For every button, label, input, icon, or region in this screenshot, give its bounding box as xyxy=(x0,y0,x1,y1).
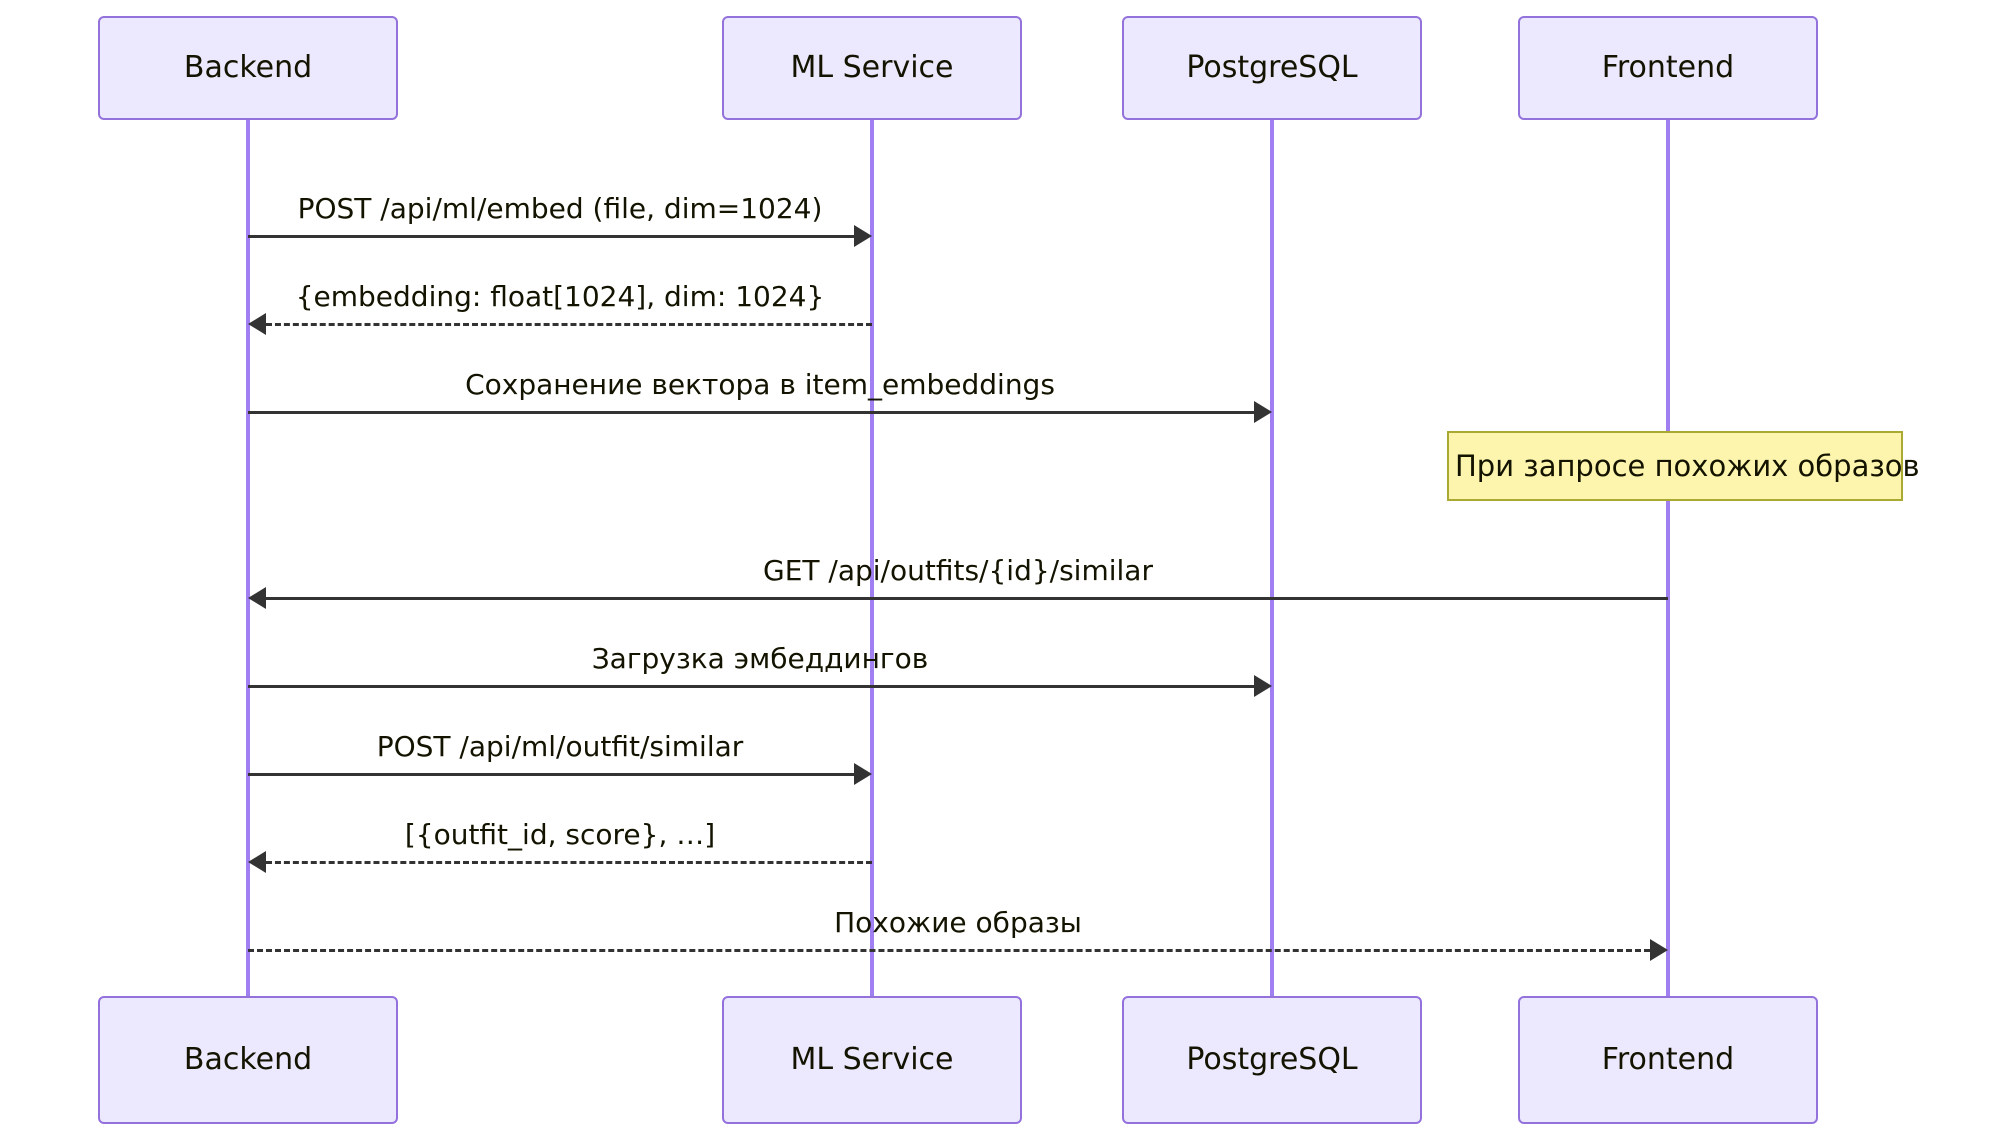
message-line-m4 xyxy=(266,597,1668,600)
participant-label-bottom-frontend: Frontend xyxy=(1601,1042,1735,1077)
message-label-m7: [{outfit_id, score}, …] xyxy=(404,818,716,851)
message-line-m3 xyxy=(248,411,1254,414)
participant-label-backend: Backend xyxy=(183,50,313,85)
message-label-m1: POST /api/ml/embed (file, dim=1024) xyxy=(297,192,823,225)
participant-label-bottom-ml_service: ML Service xyxy=(790,1042,954,1077)
message-label-m6: POST /api/ml/outfit/similar xyxy=(376,730,744,763)
message-arrowhead-m8 xyxy=(1650,939,1668,961)
lifeline-ml_service xyxy=(870,120,874,996)
participant-box-top-postgresql[interactable]: PostgreSQL xyxy=(1122,16,1422,120)
lifeline-backend xyxy=(246,120,250,996)
message-line-m5 xyxy=(248,685,1254,688)
participant-box-bottom-ml_service[interactable]: ML Service xyxy=(722,996,1022,1124)
message-line-m1 xyxy=(248,235,854,238)
message-label-m2: {embedding: float[1024], dim: 1024} xyxy=(295,280,825,313)
message-label-m3: Сохранение вектора в item_embeddings xyxy=(465,368,1055,401)
lifeline-frontend xyxy=(1666,120,1670,996)
participant-box-bottom-postgresql[interactable]: PostgreSQL xyxy=(1122,996,1422,1124)
participant-label-frontend: Frontend xyxy=(1601,50,1735,85)
message-label-m5: Загрузка эмбеддингов xyxy=(591,642,929,675)
participant-label-bottom-backend: Backend xyxy=(183,1042,313,1077)
participant-label-bottom-postgresql: PostgreSQL xyxy=(1186,1042,1358,1077)
message-label-m8: Похожие образы xyxy=(834,906,1082,939)
participant-box-top-backend[interactable]: Backend xyxy=(98,16,398,120)
participant-box-top-frontend[interactable]: Frontend xyxy=(1518,16,1818,120)
note-text-n1: При запросе похожих образов xyxy=(1455,448,1920,483)
message-line-m2 xyxy=(266,323,872,326)
message-arrowhead-m7 xyxy=(248,851,266,873)
message-arrowhead-m6 xyxy=(854,763,872,785)
participant-label-ml_service: ML Service xyxy=(790,50,954,85)
message-arrowhead-m4 xyxy=(248,587,266,609)
message-arrowhead-m2 xyxy=(248,313,266,335)
participant-box-bottom-backend[interactable]: Backend xyxy=(98,996,398,1124)
participant-box-bottom-frontend[interactable]: Frontend xyxy=(1518,996,1818,1124)
message-arrowhead-m5 xyxy=(1254,675,1272,697)
message-line-m6 xyxy=(248,773,854,776)
note-n1: При запросе похожих образов xyxy=(1447,431,1920,501)
participant-label-postgresql: PostgreSQL xyxy=(1186,50,1358,85)
participant-box-top-ml_service[interactable]: ML Service xyxy=(722,16,1022,120)
message-line-m7 xyxy=(266,861,872,864)
message-line-m8 xyxy=(248,949,1650,952)
message-arrowhead-m3 xyxy=(1254,401,1272,423)
message-label-m4: GET /api/outfits/{id}/similar xyxy=(763,554,1153,587)
lifeline-postgresql xyxy=(1270,120,1274,996)
message-arrowhead-m1 xyxy=(854,225,872,247)
